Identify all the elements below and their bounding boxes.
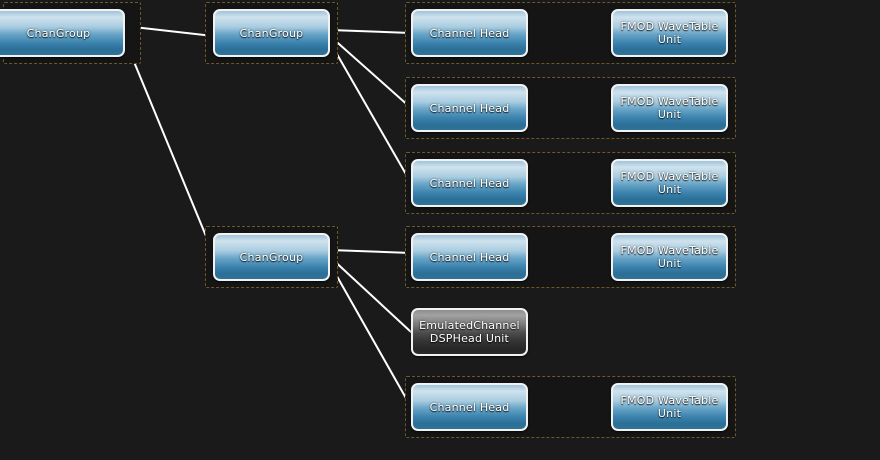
node-label: ChanGroup — [239, 250, 304, 264]
wire-b-to-head4[interactable] — [329, 249, 412, 254]
node-label: ChanGroup — [239, 26, 304, 40]
wire-a-to-head2[interactable] — [329, 35, 412, 109]
node-label: FMOD WaveTable Unit — [620, 394, 719, 420]
node-changroup-b[interactable]: ChanGroup — [213, 233, 330, 281]
wire-a-to-head3[interactable] — [329, 41, 412, 184]
node-chanhead-1[interactable]: Channel Head — [411, 9, 528, 57]
node-changroup-master[interactable]: ChanGroup — [0, 9, 125, 57]
node-label: Channel Head — [429, 26, 510, 40]
node-label: Channel Head — [429, 176, 510, 190]
node-wavetable-2[interactable]: FMOD WaveTable Unit — [611, 84, 728, 132]
wire-master-to-b[interactable] — [124, 39, 214, 254]
node-label: EmulatedChannel DSPHead Unit — [419, 319, 520, 345]
node-label: Channel Head — [429, 101, 510, 115]
node-chanhead-5[interactable]: Channel Head — [411, 383, 528, 431]
node-chanhead-2[interactable]: Channel Head — [411, 84, 528, 132]
node-label: FMOD WaveTable Unit — [620, 95, 719, 121]
node-label: Channel Head — [429, 250, 510, 264]
wire-b-to-head5[interactable] — [329, 263, 412, 408]
node-chanhead-4[interactable]: Channel Head — [411, 233, 528, 281]
node-label: FMOD WaveTable Unit — [620, 20, 719, 46]
node-label: ChanGroup — [26, 26, 91, 40]
node-dsphead-1[interactable]: EmulatedChannel DSPHead Unit — [411, 308, 528, 356]
node-wavetable-4[interactable]: FMOD WaveTable Unit — [611, 233, 728, 281]
wire-b-to-dsphead[interactable] — [329, 256, 412, 333]
node-wavetable-3[interactable]: FMOD WaveTable Unit — [611, 159, 728, 207]
node-wavetable-5[interactable]: FMOD WaveTable Unit — [611, 383, 728, 431]
node-label: FMOD WaveTable Unit — [620, 244, 719, 270]
node-label: FMOD WaveTable Unit — [620, 170, 719, 196]
wire-a-to-head1[interactable] — [329, 29, 412, 34]
node-changroup-a[interactable]: ChanGroup — [213, 9, 330, 57]
node-chanhead-3[interactable]: Channel Head — [411, 159, 528, 207]
node-wavetable-1[interactable]: FMOD WaveTable Unit — [611, 9, 728, 57]
node-label: Channel Head — [429, 400, 510, 414]
